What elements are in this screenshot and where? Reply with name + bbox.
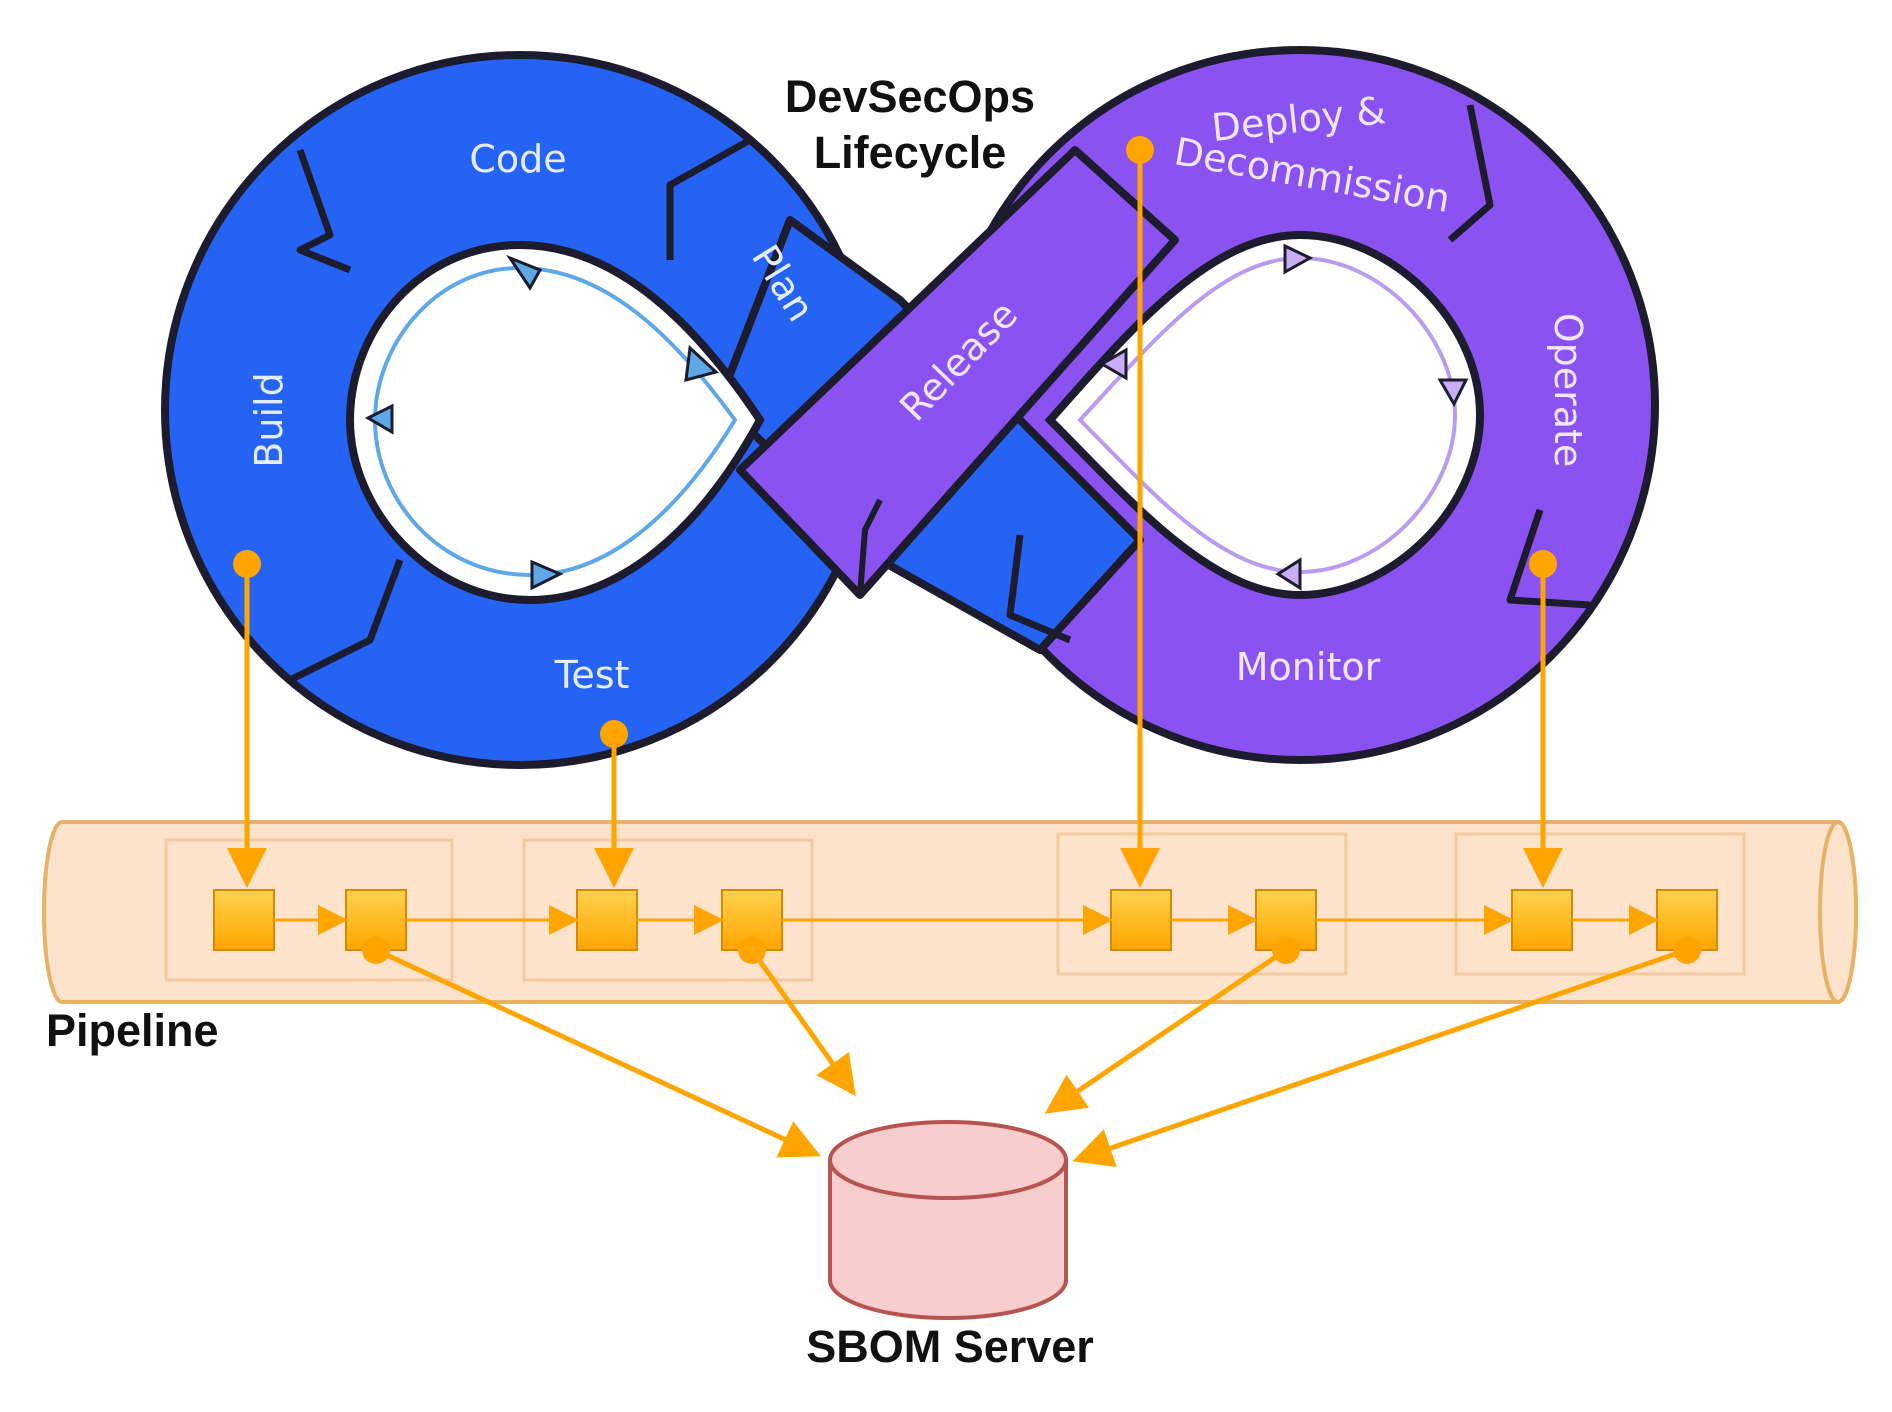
pipeline-cylinder-end	[1818, 820, 1858, 1004]
release-band-edge	[857, 498, 883, 596]
stage-label-code: Code	[469, 137, 566, 181]
test-source-dot	[600, 720, 628, 748]
stage-label-build: Build	[247, 372, 291, 467]
purple-track-arrow-bottom	[1275, 557, 1302, 591]
blue-track-arrow-left	[364, 403, 394, 435]
stage-source-dots	[233, 136, 1557, 748]
step6-to-sbom-arrow	[1044, 947, 1288, 1114]
pipeline-label: Pipeline	[46, 1005, 219, 1056]
stage-label-operate: Operate	[1546, 313, 1590, 468]
sbom-cylinder-body	[828, 1160, 1068, 1320]
pipeline-to-sbom-arrows	[374, 947, 1688, 1168]
blue-inner-track	[372, 265, 738, 578]
step8-to-sbom-arrow	[1072, 947, 1688, 1168]
stage-label-test: Test	[554, 653, 630, 697]
pipeline-output-dots	[362, 936, 1701, 964]
build-source-dot	[233, 550, 261, 578]
sbom-cylinder-top	[828, 1120, 1068, 1200]
pipeline-group-build	[164, 838, 454, 982]
stage-label-monitor: Monitor	[1236, 645, 1381, 689]
pipeline-group-operate	[1454, 832, 1746, 976]
blue-loop-inner-hole	[345, 240, 765, 605]
purple-track-arrow-right	[1437, 378, 1469, 408]
pipeline-group-test	[522, 838, 814, 982]
purple-track-arrow-left	[1099, 347, 1128, 381]
segment-dividers	[288, 104, 1591, 684]
step4-to-sbom-arrow	[749, 948, 856, 1097]
purple-loop-inner-hole	[1044, 230, 1485, 600]
step2-to-sbom-arrow	[374, 947, 822, 1158]
pipeline-step-7	[1511, 889, 1573, 951]
deploy-source-dot	[1126, 136, 1154, 164]
pipeline-step-1	[213, 889, 275, 951]
pipeline-group-deploy	[1056, 832, 1348, 976]
lifecycle-title-line2: Lifecycle	[814, 127, 1007, 178]
pipeline-step-3	[576, 889, 638, 951]
stage-to-pipeline-arrows	[227, 150, 1563, 888]
sbom-server-label: SBOM Server	[806, 1321, 1094, 1372]
pipeline-step-5	[1110, 889, 1172, 951]
devsecops-infinity-loop: Code Plan Build Test Release Deploy & De…	[161, 46, 1659, 769]
pipeline	[42, 820, 1858, 1004]
blue-track-arrow-bottom	[530, 559, 564, 591]
purple-track-arrow-top	[1283, 243, 1314, 275]
sbom-server-database	[828, 1120, 1068, 1320]
lifecycle-title-line1: DevSecOps	[785, 71, 1035, 122]
blue-track-arrow-top	[506, 254, 543, 291]
operate-source-dot	[1529, 550, 1557, 578]
blue-track-arrow-right	[684, 344, 720, 383]
